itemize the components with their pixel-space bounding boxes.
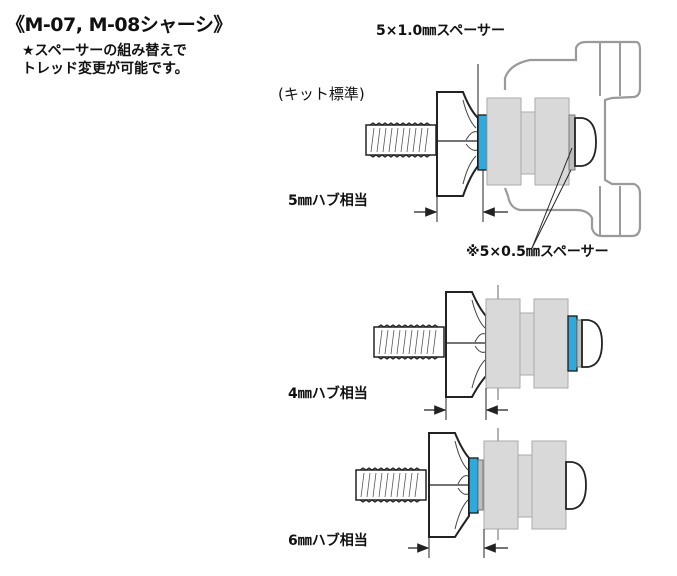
diagram-hub-4mm [373, 285, 603, 420]
axle-nut [581, 319, 603, 368]
wheel-hub [436, 91, 479, 197]
tread-note: ★スペーサーの組み替えで トレッド変更が可能です。 [22, 42, 189, 78]
hub-6mm-label: 6㎜ハブ相当 [288, 533, 368, 549]
spacer-1mm [477, 114, 488, 171]
spacer-1mm [567, 315, 578, 372]
bearing-inner [483, 440, 519, 530]
note-line-2: トレッド変更が可能です。 [22, 61, 189, 77]
spacer-0-5mm [477, 459, 484, 511]
bearing-outer [531, 440, 567, 530]
hub-5mm-label: 5㎜ハブ相当 [288, 193, 368, 209]
bearing-inner [485, 298, 521, 389]
diagram-kit-standard [365, 40, 642, 249]
wheel-hub [445, 291, 487, 398]
knuckle-outline [503, 40, 642, 238]
axle-nut [574, 117, 597, 167]
wheel-hub [428, 432, 470, 538]
hub-4mm-label: 4㎜ハブ相当 [288, 386, 368, 402]
bearing-inner [486, 97, 522, 186]
bearing-outer [534, 97, 570, 186]
diagram-hub-6mm [355, 428, 587, 558]
note-line-1: ★スペーサーの組み替えで [22, 43, 187, 59]
bearing-outer [533, 298, 569, 389]
spacer-0-5mm-label: ※5×0.5㎜スペーサー [466, 244, 609, 260]
spacer-1mm-label: 5×1.0㎜スペーサー [376, 23, 506, 39]
axle-nut [565, 461, 587, 510]
spacer-1mm [468, 457, 479, 514]
axle-thread [373, 324, 445, 360]
axle-thread [365, 122, 437, 158]
kit-standard-label: (キット標準) [278, 85, 365, 103]
page-title: 《M-07, M-08シャーシ》 [6, 14, 232, 36]
axle-thread [355, 467, 427, 503]
